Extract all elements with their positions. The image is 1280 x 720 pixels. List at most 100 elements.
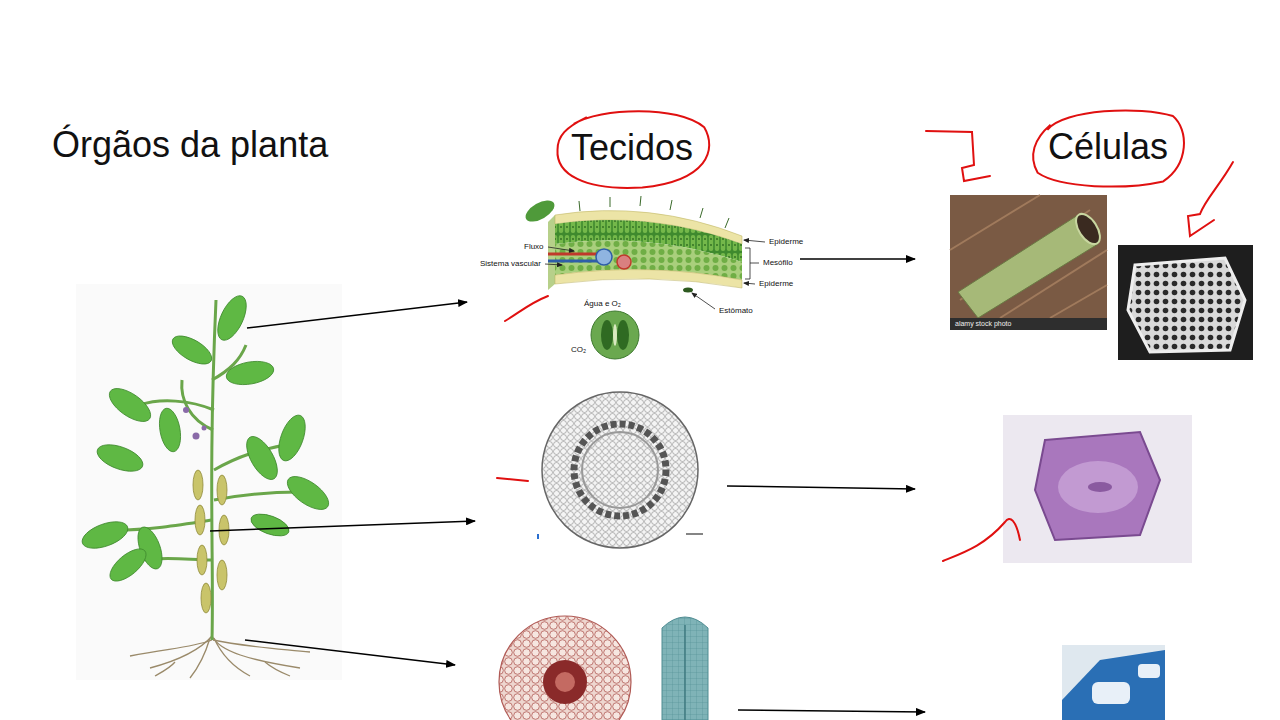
- drawing-line: [686, 533, 703, 534]
- drawing-circle: [543, 660, 587, 704]
- drawing-rect: [1062, 645, 1165, 720]
- drawing-path: [1062, 650, 1165, 720]
- watermark: alamy stock photo: [954, 319, 1012, 328]
- stem-section: [538, 392, 703, 548]
- drawing-line: [950, 195, 1040, 250]
- drawing-circle: [499, 616, 631, 720]
- drawing-ellipse: [224, 358, 275, 388]
- drawing-circle: [542, 392, 698, 548]
- drawing-ellipse: [282, 470, 334, 516]
- drawing-path: [958, 215, 1098, 318]
- drawing-line: [548, 247, 574, 251]
- drawing-line: [800, 258, 915, 260]
- drawing-rect: [1118, 245, 1253, 360]
- column-heading: Células: [1048, 126, 1168, 167]
- drawing-ellipse: [240, 432, 283, 485]
- drawing-circle: [617, 255, 631, 269]
- drawing-ellipse: [193, 470, 203, 500]
- tissue-label: Epiderme: [768, 237, 804, 247]
- drawing-path: [1035, 432, 1160, 540]
- stem-cell-photo: [1003, 415, 1192, 563]
- drawing-path: [497, 478, 528, 481]
- heading-circle: Tecidos: [551, 105, 714, 191]
- drawing-ellipse: [217, 475, 227, 505]
- drawing-path: [265, 662, 290, 676]
- drawing-line: [548, 253, 600, 256]
- drawing-rect: [76, 284, 342, 680]
- drawing-ellipse: [273, 412, 310, 465]
- tissue-label: Água e O₂: [583, 299, 622, 309]
- drawing-circle: [582, 432, 658, 508]
- drawing-line: [744, 240, 765, 242]
- flowers: [183, 407, 207, 440]
- drawing-line: [640, 196, 641, 206]
- leaf-hairs: [579, 196, 729, 228]
- column-heading: Tecidos: [571, 127, 693, 168]
- heading-circle: Células: [1028, 104, 1189, 190]
- drawing-rect: [1138, 664, 1160, 678]
- drawing-rect: [950, 318, 1107, 330]
- drawing-ellipse: [617, 320, 629, 350]
- drawing-line: [545, 264, 562, 265]
- drawing-path: [1128, 258, 1245, 352]
- leaf-tissue: [522, 196, 765, 359]
- drawing-ellipse: [1088, 482, 1112, 492]
- drawing-ellipse: [197, 545, 207, 575]
- drawing-circle: [202, 426, 207, 431]
- drawing-ellipse: [217, 560, 227, 590]
- drawing-line: [670, 200, 672, 210]
- drawing-g: [950, 195, 1107, 318]
- drawing-rect: [1003, 415, 1192, 563]
- drawing-path: [662, 617, 708, 720]
- tissue-label: Sistema vascular: [479, 259, 542, 269]
- drawing-path: [1188, 162, 1233, 236]
- drawing-circle: [183, 407, 189, 413]
- drawing-line: [738, 710, 925, 712]
- drawing-line: [727, 486, 915, 489]
- drawing-path: [130, 640, 212, 656]
- drawing-line: [245, 640, 455, 665]
- drawing-rect: [950, 195, 1107, 330]
- page-title: Órgãos da planta: [52, 124, 328, 165]
- drawing-ellipse: [105, 543, 152, 587]
- drawing-path: [943, 519, 1020, 561]
- drawing-ellipse: [212, 292, 252, 345]
- drawing-path: [150, 636, 212, 668]
- drawing-ellipse: [79, 516, 132, 553]
- sieve-plate-photo: [1118, 245, 1253, 360]
- drawing-path: [926, 131, 990, 181]
- drawing-line: [725, 218, 729, 228]
- drawing-path: [140, 401, 214, 410]
- drawing-line: [684, 625, 686, 720]
- vessel-photo: [950, 195, 1107, 330]
- drawing-ellipse: [613, 324, 617, 346]
- drawing-rect: [1092, 682, 1130, 704]
- drawing-path: [155, 662, 175, 676]
- drawing-line: [610, 197, 611, 207]
- tissue-label: CO₂: [570, 345, 587, 355]
- drawing-circle: [193, 433, 200, 440]
- red-annotations: [497, 131, 1233, 561]
- drawing-path: [745, 248, 759, 279]
- drawing-line: [1050, 285, 1107, 318]
- leader-lines: [545, 240, 765, 309]
- drawing-ellipse: [683, 288, 693, 293]
- tissue-label: Fluxo: [523, 242, 545, 252]
- drawing-line: [744, 283, 755, 284]
- leaves: [79, 292, 334, 587]
- tissue-label: Mesófilo: [762, 258, 794, 268]
- drawing-line: [692, 293, 715, 309]
- root-cell-photo: [1062, 645, 1165, 720]
- drawing-line: [537, 534, 539, 539]
- plant-illustration: [76, 284, 342, 680]
- drawing-ellipse: [201, 583, 211, 613]
- drawing-ellipse: [94, 439, 147, 476]
- tissue-label: Epiderme: [758, 279, 794, 289]
- drawing-ellipse: [248, 510, 292, 541]
- drawing-line: [579, 201, 580, 211]
- drawing-ellipse: [168, 330, 216, 369]
- red-circle-stroke: [1033, 110, 1184, 186]
- drawing-circle: [591, 311, 639, 359]
